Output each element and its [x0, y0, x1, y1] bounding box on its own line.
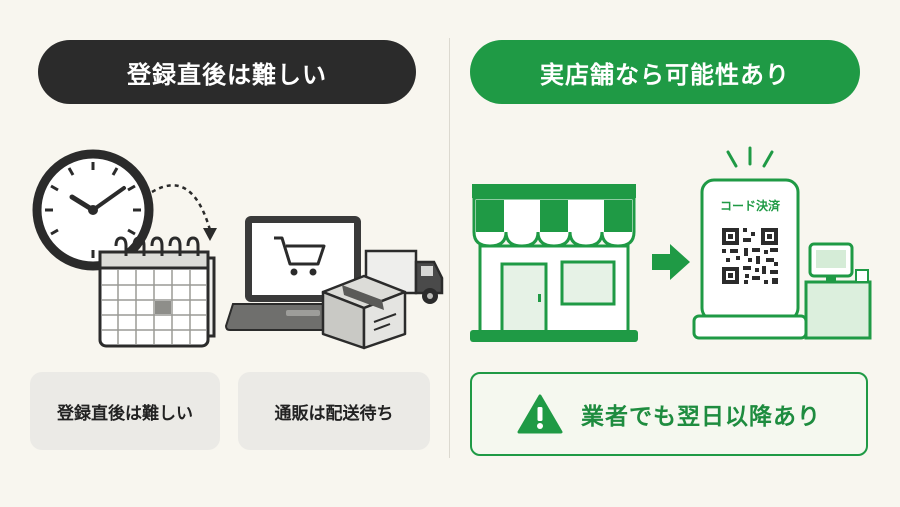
- calendar-icon: [98, 236, 216, 348]
- package-box-icon: [321, 274, 407, 350]
- left-card-registration: 登録直後は難しい: [30, 372, 220, 450]
- center-divider: [449, 38, 450, 458]
- warning-box: 業者でも翌日以降あり: [470, 372, 868, 456]
- storefront-icon: [470, 184, 638, 342]
- cycle-arrow-icon: [151, 184, 217, 241]
- sign-label: コード決済: [720, 198, 781, 213]
- sparkle-icon: [726, 146, 774, 168]
- left-card-shipping: 通販は配送待ち: [238, 372, 430, 450]
- qr-code-icon: [722, 228, 778, 284]
- warning-text: 業者でも翌日以降あり: [581, 404, 821, 430]
- cash-register-icon: [804, 242, 872, 340]
- clock-icon: [32, 149, 154, 271]
- left-heading: 登録直後は難しい: [38, 40, 416, 104]
- warning-triangle-icon: [517, 394, 563, 434]
- arrow-right-icon: [652, 244, 690, 280]
- right-heading: 実店舗なら可能性あり: [470, 40, 860, 104]
